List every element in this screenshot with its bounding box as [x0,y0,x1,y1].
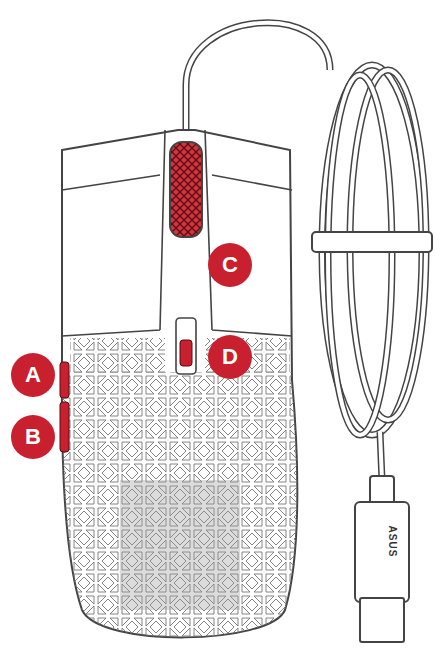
callout-letter: C [222,252,238,278]
callout-circle: A [11,353,55,397]
callout-circle: D [208,335,252,379]
callout-letter: B [25,424,41,450]
callout-circle: C [208,243,252,287]
callout-circle: B [11,415,55,459]
callout-letter: D [222,344,238,370]
brand-logo: ASUS [387,526,398,558]
callout-letter: A [25,362,41,388]
